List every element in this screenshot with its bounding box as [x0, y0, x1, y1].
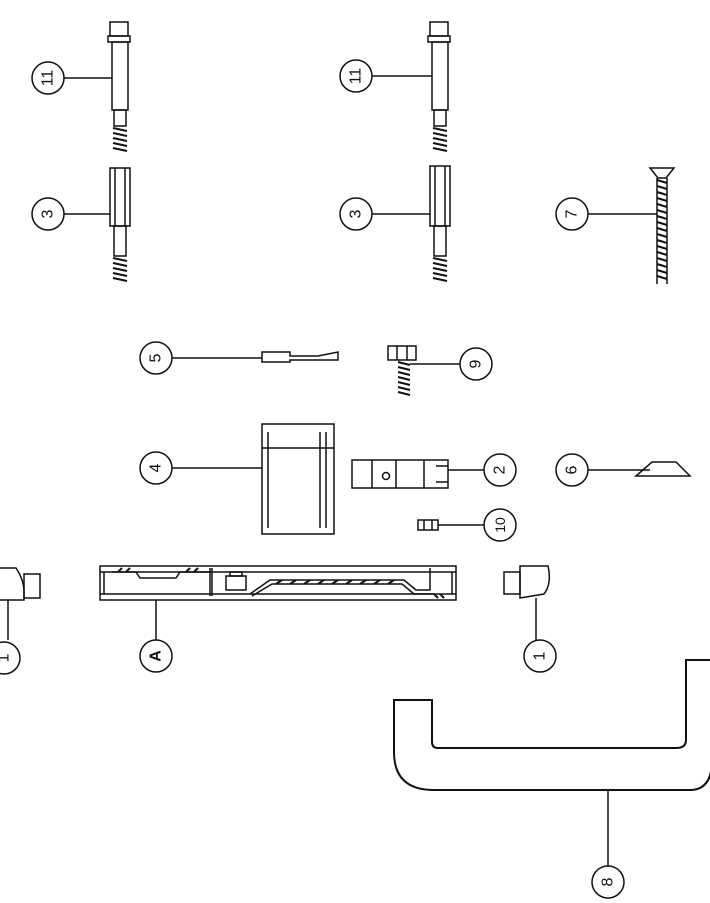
callout-3-right: 3 [348, 209, 365, 218]
callout-a: A [148, 650, 165, 662]
part-1-right: 1 [503, 565, 557, 673]
callout-circle-1-right [523, 639, 557, 673]
part-3-right: 3 [339, 165, 451, 282]
part-6-wedge: 6 [555, 453, 692, 487]
callout-circle-2 [483, 453, 517, 487]
callout-circle-4 [139, 451, 173, 485]
callout-circle-5 [139, 341, 173, 375]
callout-circle-7 [555, 197, 589, 231]
part-2-bar: 2 [351, 453, 517, 489]
callout-1-left: 1 [0, 653, 13, 662]
callout-circle-11-left [31, 61, 65, 95]
part-4-block: 4 [139, 423, 335, 535]
callout-circle-11-right [339, 59, 373, 93]
callout-circle-a [139, 639, 173, 673]
callout-10: 10 [492, 517, 508, 533]
callout-circle-6 [555, 453, 589, 487]
part-a-rail: A [99, 565, 457, 673]
callout-1-right: 1 [532, 651, 549, 660]
part-9-bolt: 9 [387, 345, 493, 396]
callout-circle-8 [591, 865, 625, 899]
part-5-clip: 5 [139, 341, 339, 375]
callout-circle-10 [483, 508, 517, 542]
part-3-left: 3 [31, 167, 131, 282]
callout-11-left: 11 [40, 70, 57, 87]
callout-6: 6 [564, 465, 581, 474]
part-11-left: 11 [31, 21, 131, 152]
callout-8: 8 [600, 877, 617, 886]
callout-circle-1-left [0, 641, 21, 675]
callout-circle-3-right [339, 197, 373, 231]
part-7-screw: 7 [555, 167, 676, 284]
part-10-pin: 10 [417, 508, 517, 542]
callout-9: 9 [468, 359, 485, 368]
callout-2: 2 [492, 465, 509, 474]
callout-7: 7 [564, 209, 581, 218]
callout-4: 4 [148, 463, 165, 472]
callout-circle-9 [459, 347, 493, 381]
callout-circle-3-left [31, 197, 65, 231]
part-11-right: 11 [339, 21, 451, 152]
callout-3-left: 3 [40, 209, 57, 218]
callout-5: 5 [148, 353, 165, 362]
callout-11-right: 11 [348, 68, 365, 85]
part-8-handle: 8 [393, 659, 710, 899]
part-1-left: 1 [0, 567, 41, 675]
